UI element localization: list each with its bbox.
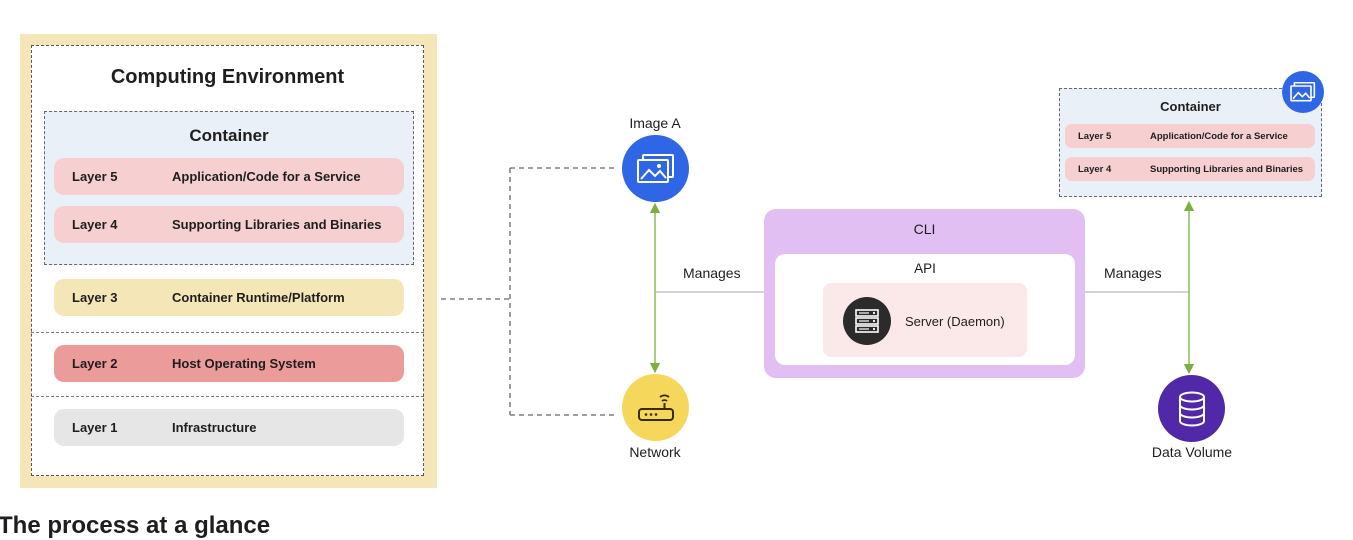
image-node <box>622 135 689 202</box>
right-container-title: Container <box>1160 99 1221 114</box>
computing-environment-title: Computing Environment <box>110 66 345 88</box>
container-image-badge <box>1282 71 1324 113</box>
container-title: Container <box>189 126 269 145</box>
layer-text: Supporting Libraries and Binaries <box>172 217 382 232</box>
connector-lines <box>405 167 1195 416</box>
layer-text: Infrastructure <box>172 420 257 435</box>
layer-text: Application/Code for a Service <box>1150 130 1288 142</box>
layer-text: Application/Code for a Service <box>172 169 361 184</box>
right-layer-5: Layer 5 Application/Code for a Service <box>1065 124 1315 148</box>
router-icon <box>637 394 674 421</box>
data-volume-node <box>1158 375 1225 442</box>
server-node <box>843 297 891 345</box>
data-volume-label: Data Volume <box>1151 444 1233 460</box>
layer-5: Layer 5 Application/Code for a Service <box>54 158 404 195</box>
section-heading: The process at a glance <box>0 512 271 539</box>
layer-number: Layer 4 <box>72 217 118 232</box>
network-label: Network <box>629 444 681 460</box>
layer-divider <box>31 332 424 333</box>
right-manages-label: Manages <box>1104 265 1162 281</box>
layer-text: Supporting Libraries and Binaries <box>1150 163 1304 175</box>
layer-number: Layer 5 <box>72 169 118 184</box>
api-label: API <box>914 261 936 276</box>
layer-2: Layer 2 Host Operating System <box>54 345 404 382</box>
layer-number: Layer 3 <box>72 290 118 305</box>
layer-1: Layer 1 Infrastructure <box>54 409 404 446</box>
image-icon <box>636 153 674 183</box>
layer-number: Layer 2 <box>72 356 118 371</box>
cli-label: CLI <box>913 221 936 237</box>
layer-4: Layer 4 Supporting Libraries and Binarie… <box>54 206 404 243</box>
network-node <box>622 374 689 441</box>
server-icon <box>855 309 879 333</box>
image-icon <box>1290 82 1316 102</box>
layer-number: Layer 1 <box>72 420 118 435</box>
layer-3: Layer 3 Container Runtime/Platform <box>54 279 404 316</box>
layer-number: Layer 4 <box>1078 163 1112 175</box>
server-label: Server (Daemon) <box>905 314 1005 329</box>
image-label: Image A <box>629 115 681 131</box>
layer-text: Container Runtime/Platform <box>172 290 345 305</box>
database-icon <box>1178 391 1205 426</box>
layer-text: Host Operating System <box>172 356 316 371</box>
left-manages-label: Manages <box>683 265 741 281</box>
right-layer-4: Layer 4 Supporting Libraries and Binarie… <box>1065 157 1315 181</box>
layer-divider <box>31 396 424 397</box>
layer-number: Layer 5 <box>1078 130 1112 142</box>
